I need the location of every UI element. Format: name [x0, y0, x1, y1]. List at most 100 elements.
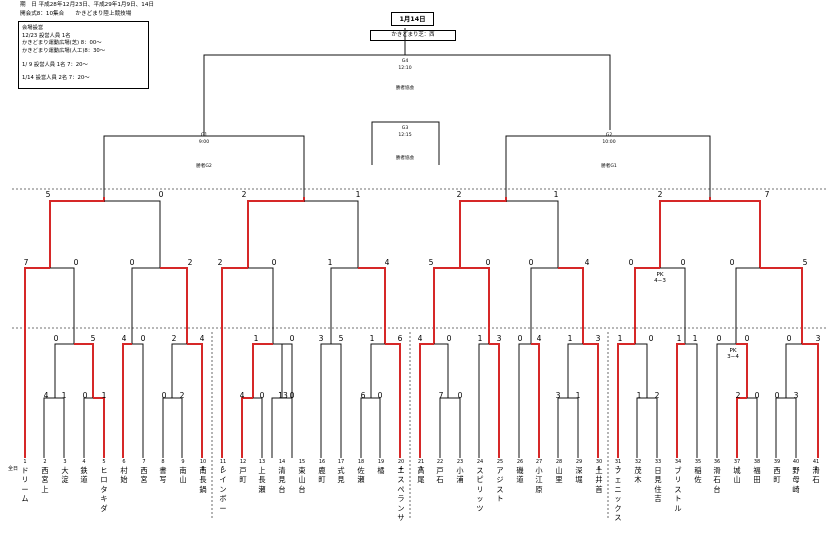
- team-name: アジスト: [496, 466, 504, 504]
- bracket-line: [50, 267, 75, 344]
- score: 0: [82, 391, 88, 400]
- bracket-line: [320, 343, 331, 458]
- bracket-line: [419, 343, 434, 458]
- team-number: 23: [456, 459, 464, 465]
- team-number: 29: [575, 459, 583, 465]
- bracket-line: [786, 397, 797, 458]
- score: 0: [289, 391, 295, 400]
- bracket-line: [247, 197, 305, 268]
- pk-score: 4−3: [654, 278, 666, 285]
- score: 2: [241, 190, 247, 199]
- score: 1: [567, 334, 573, 343]
- bracket-line: [647, 397, 658, 458]
- bracket-line: [171, 343, 187, 398]
- info-line: 1/ 9 設営人員 1名 7：20〜: [22, 61, 88, 68]
- team-name: 茂木: [634, 466, 642, 485]
- bracket-line: [55, 397, 65, 458]
- team-number: 30: [595, 459, 603, 465]
- team-name: 福田: [753, 466, 761, 485]
- bracket-line: [736, 397, 747, 458]
- score: 5: [428, 258, 434, 267]
- team-name: 野母崎: [792, 466, 800, 494]
- score: 4: [384, 258, 390, 267]
- team-number: 31: [614, 459, 622, 465]
- bracket-line: [448, 397, 461, 458]
- match-code: G4: [401, 59, 409, 64]
- score: 0: [716, 334, 722, 343]
- team-number: 21: [417, 459, 425, 465]
- bracket-line: [331, 343, 342, 458]
- bracket-line: [371, 397, 381, 458]
- seed-mark: 7: [616, 466, 620, 472]
- score: 5: [338, 334, 344, 343]
- team-name: 書写: [159, 466, 167, 485]
- score: 0: [485, 258, 491, 267]
- team-name: 城山: [733, 466, 741, 485]
- bracket-line: [659, 197, 711, 268]
- team-number: 34: [674, 459, 682, 465]
- score: 0: [628, 258, 634, 267]
- score: 7: [438, 391, 444, 400]
- bracket-line: [506, 200, 559, 268]
- score: 1: [477, 334, 483, 343]
- bracket-line: [172, 397, 183, 458]
- team-number: 5: [102, 459, 106, 465]
- bracket-line: [54, 343, 74, 398]
- bracket-line: [252, 343, 273, 398]
- bracket-line: [557, 397, 568, 458]
- team-number: 20: [397, 459, 405, 465]
- score: 0: [161, 391, 167, 400]
- team-name: 西町: [773, 466, 781, 485]
- score: 0: [73, 258, 79, 267]
- pk-score: 3−4: [727, 354, 739, 361]
- bracket-line: [221, 267, 248, 458]
- score: 0: [744, 334, 750, 343]
- team-number: 2: [43, 459, 47, 465]
- bracket-line: [634, 267, 660, 344]
- match-time: 9:00: [198, 140, 210, 145]
- pk-text: PK: [656, 272, 664, 278]
- team-number: 26: [516, 459, 524, 465]
- info-line: 12/23 設営人員 1名: [22, 32, 71, 39]
- bracket-line: [271, 344, 283, 458]
- seed-mark: 6: [597, 466, 601, 472]
- bracket-line: [660, 267, 686, 344]
- score: 0: [457, 391, 463, 400]
- bracket-line: [530, 267, 558, 344]
- score: 0: [271, 258, 277, 267]
- score: 1: [355, 190, 361, 199]
- score: 0: [774, 391, 780, 400]
- team-number: 15: [298, 459, 306, 465]
- bracket-line: [775, 397, 786, 458]
- team-name: 鉄道: [80, 466, 88, 485]
- info-line: 会場設営: [22, 25, 44, 31]
- team-number: 28: [555, 459, 563, 465]
- pk-text: PK: [729, 348, 737, 354]
- bracket-line: [358, 267, 386, 344]
- team-name: 戸石: [436, 466, 444, 485]
- score: 4: [417, 334, 423, 343]
- team-name: 高尾: [417, 466, 425, 485]
- team-number: 37: [733, 459, 741, 465]
- team-name: 村始: [120, 466, 128, 485]
- score: 0: [648, 334, 654, 343]
- score: 2: [735, 391, 741, 400]
- score: 3: [555, 391, 561, 400]
- bracket-line: [241, 397, 253, 458]
- final-date-box: 1月14日: [391, 12, 434, 26]
- bracket-line: [747, 397, 758, 458]
- bracket-line: [132, 343, 144, 458]
- team-number: 24: [476, 459, 484, 465]
- score: 2: [657, 190, 663, 199]
- seed-mark: 5: [221, 466, 225, 472]
- bracket-line: [478, 343, 489, 458]
- score: 1: [369, 334, 375, 343]
- seed-mark: 2: [814, 466, 818, 472]
- team-number: 33: [654, 459, 662, 465]
- team-name: 稲佐: [694, 466, 702, 485]
- bracket-line: [710, 200, 761, 268]
- score: 0: [377, 391, 383, 400]
- team-number: 4: [82, 459, 86, 465]
- score: 0: [259, 391, 265, 400]
